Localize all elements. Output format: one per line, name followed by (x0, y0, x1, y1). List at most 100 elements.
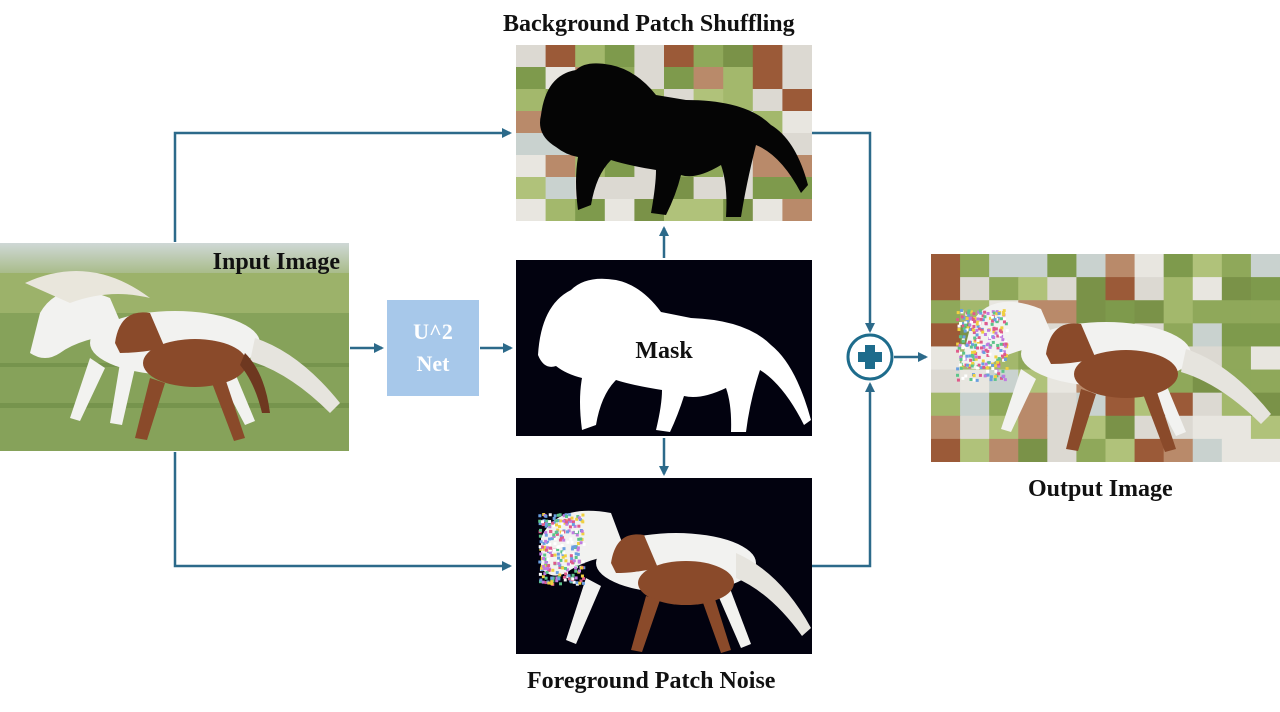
shuffled-patch (1163, 254, 1194, 278)
noise-pixel (989, 378, 993, 382)
noise-pixel (571, 545, 575, 549)
noise-pixel (538, 545, 542, 549)
noise-pixel (576, 546, 580, 550)
noise-pixel (569, 537, 573, 541)
noise-pixel (542, 522, 546, 526)
noise-pixel (997, 357, 1001, 361)
shuffled-patch (1047, 277, 1077, 301)
noise-pixel (557, 577, 561, 581)
noise-pixel (994, 369, 998, 373)
noise-pixel (965, 354, 969, 358)
noise-pixel (555, 579, 559, 583)
noise-pixel (971, 317, 975, 321)
noise-pixel (960, 309, 964, 313)
noise-pixel (956, 349, 960, 353)
noise-pixel (550, 553, 554, 557)
shuffled-patch (1192, 300, 1223, 324)
noise-pixel (555, 576, 559, 580)
noise-pixel (538, 514, 542, 518)
noise-pixel (958, 363, 962, 367)
noise-pixel (968, 317, 972, 321)
background-shuffling-panel (516, 45, 812, 221)
noise-pixel (580, 574, 584, 578)
shuffled-patch (1134, 254, 1165, 278)
noise-pixel (567, 518, 571, 522)
shuffled-patch (1192, 254, 1223, 278)
noise-pixel (1003, 357, 1007, 361)
arrow-input-to-foreground (173, 452, 512, 571)
noise-pixel (1000, 334, 1004, 338)
shuffled-patch (664, 67, 695, 90)
shuffled-patch (1134, 277, 1165, 301)
noise-pixel (548, 542, 552, 546)
noise-pixel (544, 524, 548, 528)
noise-pixel (560, 550, 564, 554)
shuffled-patch (1105, 392, 1136, 417)
noise-pixel (967, 340, 971, 344)
noise-pixel (542, 556, 546, 560)
noise-pixel (572, 580, 576, 584)
noise-pixel (997, 362, 1001, 366)
noise-pixel (995, 317, 999, 321)
noise-pixel (544, 560, 548, 564)
shuffled-patch (1221, 438, 1252, 462)
noise-pixel (544, 531, 548, 535)
noise-pixel (994, 355, 998, 359)
noise-pixel (577, 541, 581, 545)
noise-pixel (569, 554, 573, 558)
output-image-panel (931, 254, 1280, 462)
noise-pixel (545, 519, 549, 523)
noise-pixel (556, 528, 560, 532)
noise-pixel (981, 318, 985, 322)
shuffled-patch (1105, 254, 1136, 278)
noise-pixel (973, 316, 977, 320)
shuffled-patch (1221, 277, 1252, 301)
noise-pixel (553, 553, 557, 557)
noise-pixel (987, 363, 991, 367)
noise-pixel (574, 530, 578, 534)
shuffled-patch (1221, 254, 1252, 278)
noise-pixel (543, 557, 547, 561)
shuffled-patch (1250, 346, 1280, 371)
noise-pixel (581, 532, 585, 536)
noise-pixel (960, 365, 964, 369)
noise-pixel (964, 323, 968, 327)
noise-pixel (559, 536, 563, 540)
noise-pixel (962, 327, 966, 331)
noise-pixel (961, 344, 965, 348)
noise-pixel (992, 335, 996, 339)
noise-pixel (561, 555, 565, 559)
shuffled-patch (782, 199, 812, 221)
noise-pixel (575, 517, 579, 521)
shuffled-patch (1192, 323, 1223, 347)
noise-pixel (1004, 354, 1008, 358)
noise-pixel (988, 335, 992, 339)
noise-pixel (957, 346, 961, 350)
noise-pixel (556, 513, 560, 517)
noise-pixel (542, 541, 546, 545)
noise-pixel (976, 320, 980, 324)
noise-pixel (958, 343, 962, 347)
noise-pixel (961, 324, 965, 328)
shuffled-patch (1105, 438, 1136, 462)
noise-pixel (548, 546, 552, 550)
noise-pixel (552, 516, 556, 520)
noise-pixel (983, 333, 987, 337)
noise-pixel (570, 557, 574, 561)
noise-pixel (962, 351, 966, 355)
noise-pixel (972, 331, 976, 335)
noise-pixel (970, 364, 974, 368)
noise-pixel (571, 531, 575, 535)
noise-pixel (558, 565, 562, 569)
noise-pixel (558, 573, 562, 577)
noise-pixel (544, 533, 548, 537)
noise-pixel (992, 311, 996, 315)
noise-pixel (976, 317, 980, 321)
noise-pixel (991, 367, 995, 371)
shuffled-patch (1047, 254, 1077, 278)
noise-pixel (977, 310, 981, 314)
foreground-brown-foal (611, 534, 734, 653)
noise-pixel (543, 572, 547, 576)
noise-pixel (555, 519, 559, 523)
noise-pixel (1000, 326, 1004, 330)
